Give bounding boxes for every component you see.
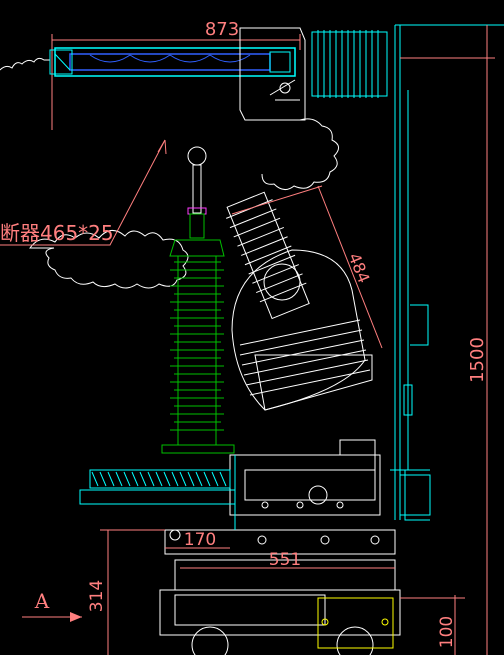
dimension-small-offset: 170 (184, 530, 216, 550)
right-frame (390, 24, 504, 520)
dimension-wheel-height: 100 (437, 616, 457, 648)
post-insulator (161, 146, 235, 454)
hatched-rail (79, 455, 430, 530)
yellow-accents (317, 597, 394, 649)
breaker-annotation: 断器465*25 (0, 221, 114, 245)
dimension-top-length: 873 (205, 19, 239, 40)
dimension-base-height: 314 (87, 580, 107, 612)
view-label: A (34, 589, 50, 613)
mechanism-frame (159, 439, 401, 655)
dimension-height-total: 1500 (467, 337, 488, 383)
inclined-bushing (226, 191, 373, 411)
view-arrow (22, 612, 82, 622)
lower-dimensions (100, 529, 465, 655)
top-bus-assembly: 873 (0, 19, 388, 130)
annotation-cloud (29, 118, 339, 289)
dimension-carriage-length: 551 (269, 550, 301, 570)
